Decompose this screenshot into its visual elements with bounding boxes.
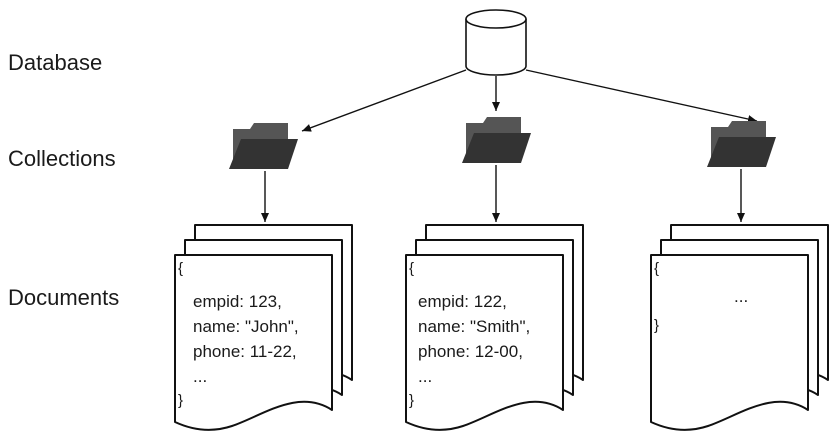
open-brace: {	[409, 260, 414, 277]
document-line: empid: 123,	[193, 292, 282, 311]
database-label: Database	[8, 50, 102, 75]
document-card	[650, 254, 809, 431]
document-line: empid: 122,	[418, 292, 507, 311]
documents-label: Documents	[8, 285, 119, 310]
close-brace: }	[409, 392, 414, 409]
close-brace: }	[654, 317, 659, 334]
document-stack: { empid: 123, name: "John", phone: 11-22…	[174, 224, 353, 431]
folder-open-icon	[462, 117, 531, 163]
document-line: name: "Smith",	[418, 317, 530, 336]
folder-open-icon	[707, 121, 776, 167]
collections-label: Collections	[8, 146, 116, 171]
edge-db-to-collection-1	[301, 69, 467, 132]
document-card	[174, 254, 333, 431]
open-brace: {	[654, 260, 659, 277]
folder-open-icon	[229, 123, 298, 169]
document-line: name: "John",	[193, 317, 299, 336]
document-line: phone: 12-00,	[418, 342, 523, 361]
document-line: ...	[418, 367, 432, 386]
document-line: phone: 11-22,	[193, 342, 297, 361]
open-brace: {	[178, 260, 183, 277]
document-line: ...	[734, 287, 748, 306]
document-stack: { ... }	[650, 224, 829, 431]
document-card	[405, 254, 564, 431]
close-brace: }	[178, 392, 183, 409]
edge-db-to-collection-3	[525, 69, 758, 123]
database-cylinder-icon	[465, 9, 527, 76]
document-line: ...	[193, 367, 207, 386]
document-stack: { empid: 122, name: "Smith", phone: 12-0…	[405, 224, 584, 431]
